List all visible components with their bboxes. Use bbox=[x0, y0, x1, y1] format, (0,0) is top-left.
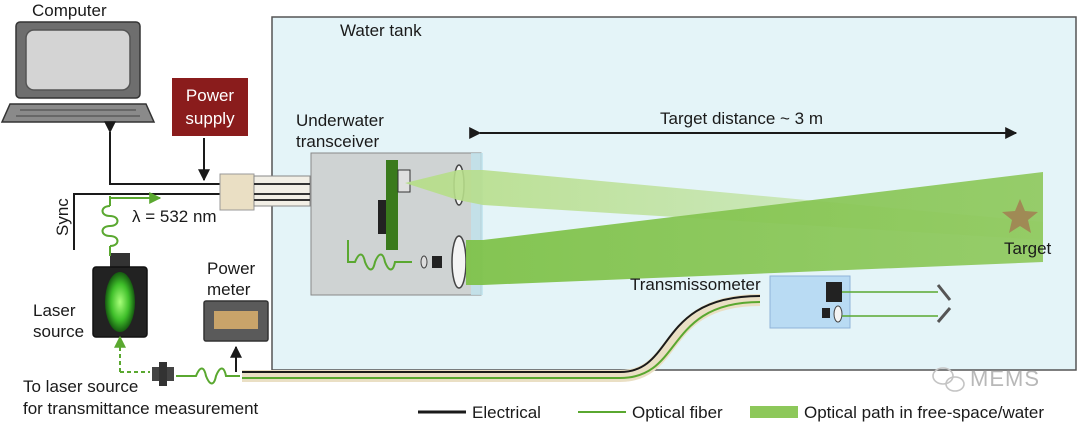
legend-electrical: Electrical bbox=[472, 403, 541, 422]
optical-beams bbox=[405, 170, 1043, 285]
laser-source-label: Laser source bbox=[33, 301, 85, 341]
power-meter-icon bbox=[203, 300, 269, 342]
underwater-transceiver-icon bbox=[310, 152, 483, 296]
transmittance-measurement-label: for transmittance measurement bbox=[23, 399, 259, 418]
target-label: Target bbox=[1004, 239, 1052, 258]
power-supply-box: Power supply bbox=[172, 78, 248, 136]
target-distance-label: Target distance ~ 3 m bbox=[660, 109, 824, 128]
target-star-icon bbox=[1002, 199, 1038, 233]
fiber-coupler-icon bbox=[152, 362, 174, 386]
underwater-transceiver-label: Underwater transceiver bbox=[296, 111, 384, 151]
cable-feedthrough bbox=[219, 173, 311, 211]
transmissometer-label: Transmissometer bbox=[630, 275, 761, 294]
power-supply-label: Power supply bbox=[185, 86, 235, 128]
water-tank-label: Water tank bbox=[340, 21, 422, 40]
laser-source-icon bbox=[92, 253, 148, 338]
wechat-icon bbox=[932, 367, 965, 392]
transmissometer-cable bbox=[242, 294, 761, 382]
legend-optical-fiber: Optical fiber bbox=[632, 403, 723, 422]
legend-optical-path: Optical path in free-space/water bbox=[804, 403, 1045, 422]
to-laser-source-label: To laser source bbox=[23, 377, 139, 396]
wavelength-label: λ = 532 nm bbox=[132, 207, 217, 226]
watermark-text: MEMS bbox=[970, 366, 1040, 391]
legend-swatches bbox=[418, 406, 798, 418]
power-meter-label: Power meter bbox=[207, 259, 256, 299]
computer-icon bbox=[0, 21, 156, 123]
computer-label: Computer bbox=[32, 1, 107, 20]
transmissometer-icon bbox=[769, 275, 952, 329]
sync-label: Sync bbox=[53, 198, 72, 236]
